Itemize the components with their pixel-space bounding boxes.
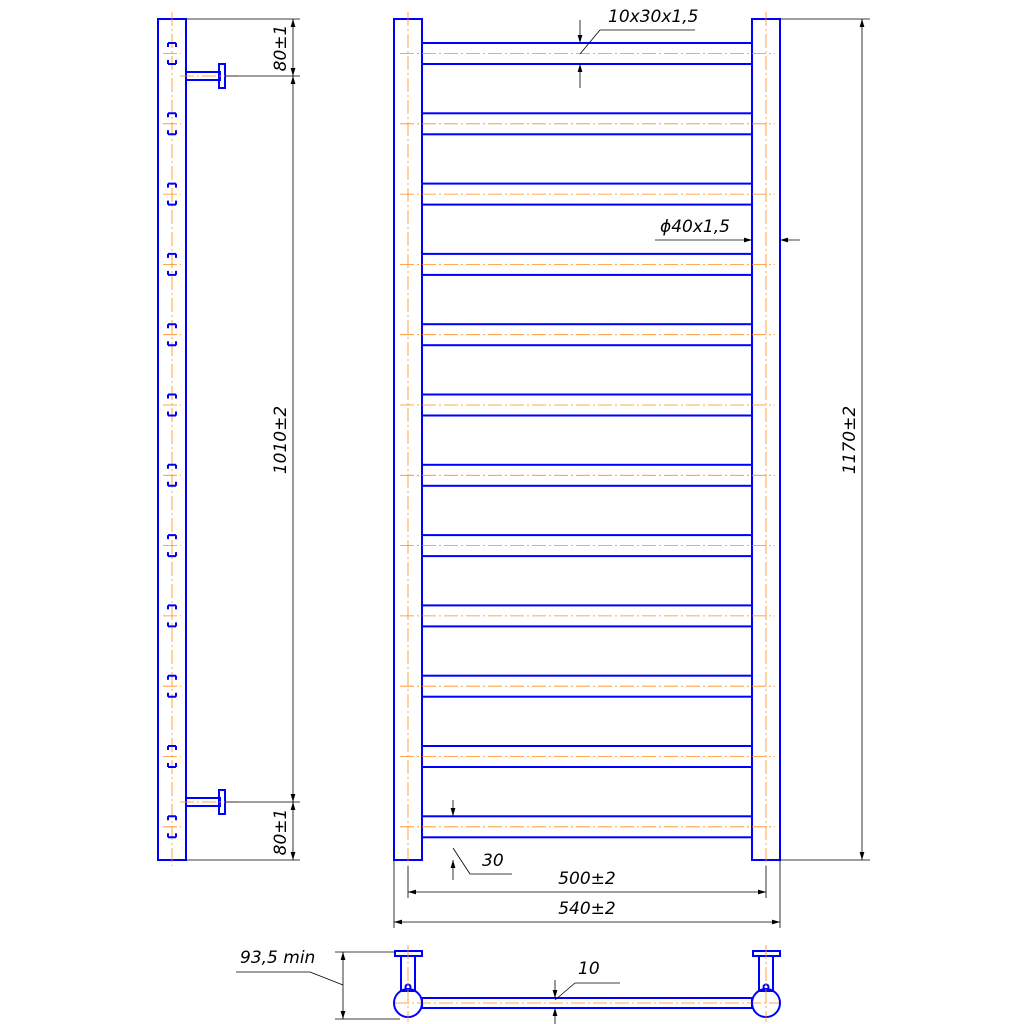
side-rung-mark — [163, 182, 181, 206]
dim-total-height: 1170±2 — [840, 406, 860, 474]
dim-center-width: 500±2 — [558, 869, 616, 889]
plan-view: 93,5 min 10 — [236, 945, 781, 1024]
side-rung-mark — [163, 112, 181, 136]
side-rung-mark — [163, 393, 181, 417]
side-rung-mark — [163, 463, 181, 487]
side-dimensions: 80±1 1010±2 80±1 — [186, 18, 300, 861]
side-rung-mark — [163, 252, 181, 276]
side-rung-mark — [163, 534, 181, 558]
dim-bottom-offset: 30 — [482, 851, 504, 871]
dim-total-width: 540±2 — [558, 899, 616, 919]
plan-right-bracket — [751, 945, 781, 1022]
side-rung-marks — [163, 42, 181, 839]
side-rung-mark — [163, 604, 181, 628]
side-rung-mark — [163, 42, 181, 65]
rungs — [400, 42, 775, 839]
side-view: 80±1 1010±2 80±1 — [157, 12, 300, 866]
dim-rung-profile: 10x30x1,5 — [608, 7, 698, 27]
front-dimensions: 10x30x1,5 ϕ40x1,5 1170±2 30 500±2 540±2 — [393, 7, 870, 928]
side-rung-mark — [163, 323, 181, 347]
plan-left-bracket — [393, 945, 423, 1022]
dim-bottom-gap: 80±1 — [271, 809, 291, 856]
side-rung-mark — [163, 745, 181, 768]
dim-top-gap: 80±1 — [271, 25, 291, 72]
dim-wall-distance: 93,5 min — [240, 948, 315, 968]
side-rung-mark — [163, 815, 181, 839]
dim-mount-spacing: 1010±2 — [271, 406, 291, 474]
front-view: 10x30x1,5 ϕ40x1,5 1170±2 30 500±2 540±2 — [393, 7, 870, 928]
side-rung-mark — [163, 674, 181, 698]
dim-rail-tube: ϕ40x1,5 — [660, 217, 730, 237]
dim-rung-thickness: 10 — [578, 959, 600, 979]
